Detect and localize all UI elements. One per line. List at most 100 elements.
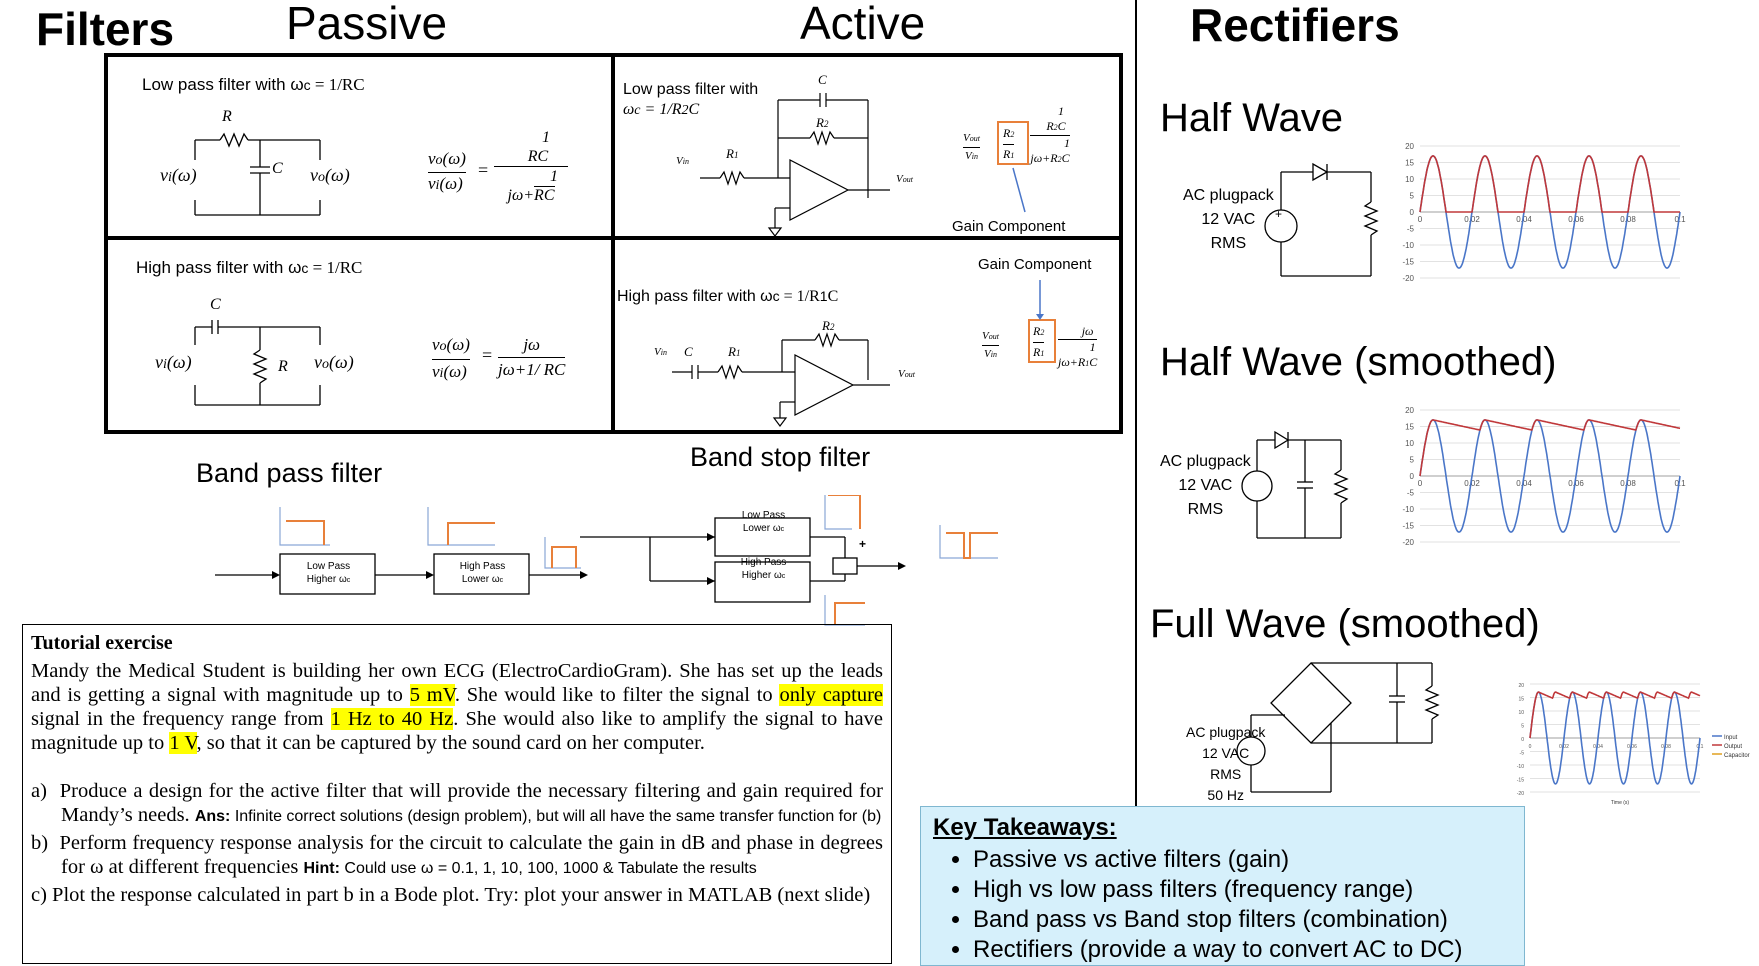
tutorial-exercise-box: Tutorial exercise Mandy the Medical Stud… bbox=[22, 624, 892, 964]
active-hp-vin: Vin bbox=[654, 346, 667, 358]
passive-hp-C-label: C bbox=[210, 296, 221, 313]
active-lowpass-circuit bbox=[700, 93, 890, 237]
y-tick-label: 0 bbox=[1410, 208, 1415, 217]
gain-box-lowpass bbox=[997, 121, 1029, 165]
bs-sum-symbol: + bbox=[859, 537, 867, 551]
x-tick-label: 0.1 bbox=[1674, 479, 1686, 488]
gain-arrowhead-highpass bbox=[1036, 314, 1044, 320]
passive-hp-title: High pass filter with ωc = 1/RC bbox=[136, 258, 363, 277]
passive-lp-equation: vo(ω) vi(ω) bbox=[428, 149, 466, 193]
key-takeaways-box: Key Takeaways: Passive vs active filters… bbox=[920, 806, 1525, 966]
bs-block-lowpass bbox=[714, 517, 811, 557]
active-lp-C: C bbox=[818, 72, 827, 87]
legend-label: Output bbox=[1724, 744, 1742, 750]
y-tick-label: 20 bbox=[1405, 142, 1414, 151]
x-tick-label: 0.06 bbox=[1568, 215, 1584, 224]
y-tick-label: 0 bbox=[1521, 737, 1524, 743]
y-tick-label: -5 bbox=[1520, 751, 1525, 757]
active-lp-R1: R1 bbox=[726, 146, 739, 161]
y-tick-label: 20 bbox=[1518, 683, 1524, 689]
x-tick-label: 0.02 bbox=[1464, 479, 1480, 488]
y-tick-label: 20 bbox=[1405, 406, 1414, 415]
y-tick-label: 15 bbox=[1405, 423, 1414, 432]
y-tick-label: 5 bbox=[1410, 456, 1415, 465]
y-tick-label: 5 bbox=[1410, 192, 1415, 201]
passive-highpass-circuit bbox=[194, 320, 321, 406]
x-tick-label: 0.04 bbox=[1516, 479, 1532, 488]
passive-hp-vi: vi(ω) bbox=[155, 352, 192, 372]
active-lp-R2: R2 bbox=[816, 115, 829, 130]
y-tick-label: -15 bbox=[1402, 258, 1414, 267]
passive-lp-rhs: 1 RC 1 jω+RC bbox=[494, 128, 568, 205]
filters-heading: Filters bbox=[36, 3, 175, 55]
hw-circuit bbox=[1264, 162, 1379, 277]
x-tick-label: 0.1 bbox=[1674, 215, 1686, 224]
active-hp-title: High pass filter with ωc = 1/R1C bbox=[617, 288, 839, 305]
bp-block-highpass bbox=[433, 553, 530, 595]
x-tick-label: 0 bbox=[1529, 744, 1532, 750]
filter-grid-svg bbox=[104, 53, 1123, 434]
x-tick-label: 0 bbox=[1418, 479, 1423, 488]
passive-lp-vo: vo(ω) bbox=[310, 165, 350, 185]
active-hp-vratio: Vout Vin bbox=[982, 330, 999, 360]
x-tick-label: 0.02 bbox=[1464, 215, 1480, 224]
y-tick-label: -10 bbox=[1402, 505, 1414, 514]
question-c: c) Plot the response calculated in part … bbox=[31, 884, 871, 906]
fws-circuit bbox=[1236, 662, 1440, 793]
active-hp-R1: R1 bbox=[728, 344, 741, 359]
passive-lp-R-label: R bbox=[222, 108, 232, 125]
passive-hp-vo: vo(ω) bbox=[314, 352, 354, 372]
x-tick-label: 0.08 bbox=[1620, 479, 1636, 488]
gain-box-highpass bbox=[1028, 319, 1056, 363]
passive-lp-C-label: C bbox=[272, 160, 283, 177]
y-tick-label: 10 bbox=[1405, 439, 1414, 448]
rectifiers-heading: Rectifiers bbox=[1190, 0, 1400, 51]
tutorial-paragraph: Mandy the Medical Student is building he… bbox=[31, 660, 884, 754]
gain-component-label-2: Gain Component bbox=[978, 256, 1092, 273]
bs-sum-block bbox=[832, 557, 858, 575]
active-hp-R2: R2 bbox=[822, 318, 835, 333]
x-tick-label: 0 bbox=[1418, 215, 1423, 224]
half-wave-title: Half Wave bbox=[1160, 96, 1344, 140]
x-tick-label: 0.04 bbox=[1593, 744, 1603, 750]
active-lp-freq-frac: 1 R2C 1 jω+R2C bbox=[1030, 104, 1070, 165]
question-b: b) Perform frequency response analysis f… bbox=[31, 832, 884, 878]
band-pass-title: Band pass filter bbox=[196, 458, 383, 488]
key-takeaways-list: Passive vs active filters (gain) High vs… bbox=[933, 845, 1512, 965]
band-filter-diagrams bbox=[215, 495, 906, 626]
y-tick-label: 0 bbox=[1410, 472, 1415, 481]
x-tick-label: 0.08 bbox=[1620, 215, 1636, 224]
active-lp-title: Low pass filter with ωc = 1/R2C bbox=[623, 81, 759, 118]
y-tick-label: -15 bbox=[1517, 778, 1524, 784]
active-lp-vout: Vout bbox=[896, 173, 913, 185]
passive-hp-equation: vo(ω) vi(ω) bbox=[432, 335, 470, 381]
x-tick-label: 0.1 bbox=[1697, 744, 1704, 750]
active-lp-vratio: Vout Vin bbox=[963, 132, 980, 162]
gain-arrow-lowpass bbox=[1012, 167, 1026, 213]
y-tick-label: 10 bbox=[1405, 175, 1414, 184]
passive-lp-equals: = bbox=[478, 160, 489, 180]
takeaway-item: High vs low pass filters (frequency rang… bbox=[973, 875, 1512, 905]
key-takeaways-title: Key Takeaways: bbox=[933, 814, 1117, 841]
y-tick-label: 15 bbox=[1518, 697, 1524, 703]
passive-hp-rhs: jω jω+1/ RC bbox=[498, 335, 566, 379]
legend-label: Input bbox=[1724, 735, 1738, 741]
passive-lp-vi: vi(ω) bbox=[160, 165, 197, 185]
active-hp-gain-frac: R2 R1 bbox=[1033, 324, 1045, 359]
takeaway-item: Passive vs active filters (gain) bbox=[973, 845, 1512, 875]
band-stop-title: Band stop filter bbox=[690, 442, 871, 472]
x-tick-label: 0.02 bbox=[1559, 744, 1569, 750]
output-series-line bbox=[1419, 155, 1680, 213]
y-tick-label: -20 bbox=[1517, 791, 1524, 797]
output-series-line bbox=[1419, 419, 1681, 477]
x-tick-label: 0.08 bbox=[1661, 744, 1671, 750]
y-tick-label: 10 bbox=[1518, 710, 1524, 716]
gain-component-label-1: Gain Component bbox=[952, 218, 1066, 235]
